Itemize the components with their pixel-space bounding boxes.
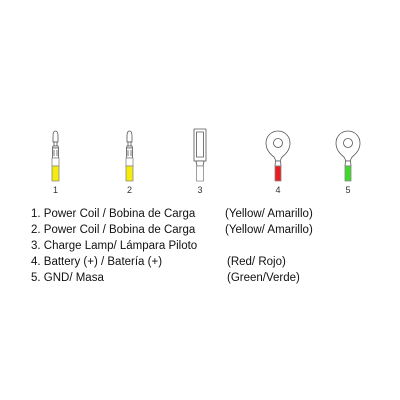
bullet-terminal-icon: [125, 130, 134, 182]
connector-2-sleeve: [125, 157, 134, 167]
connector-1-color-band: [51, 165, 60, 182]
connector-4: 4: [265, 130, 291, 195]
connector-3-number: 3: [197, 185, 202, 195]
ring-terminal-icon: [335, 130, 361, 182]
connector-2-color-band: [125, 165, 134, 182]
legend-color-label: (Red/ Rojo): [227, 256, 286, 268]
blade-terminal-icon: [193, 128, 207, 182]
connector-2-number: 2: [127, 185, 132, 195]
legend-row-1: 1. Power Coil / Bobina de Carga (Yellow/…: [31, 206, 391, 222]
connector-5: 5: [335, 130, 361, 195]
connector-3: 3: [193, 128, 207, 195]
connector-4-number: 4: [275, 185, 280, 195]
connector-5-number: 5: [345, 185, 350, 195]
connector-diagram: 1 2 3 4: [51, 128, 361, 195]
legend-row-3: 3. Charge Lamp/ Lámpara Piloto: [31, 238, 391, 254]
connector-3-color-band: [196, 165, 204, 182]
legend-color-label: (Green/Verde): [227, 272, 300, 284]
bullet-terminal-icon: [51, 130, 60, 182]
connector-1-sleeve: [51, 157, 60, 167]
connector-2: 2: [125, 130, 134, 195]
legend-description: 1. Power Coil / Bobina de Carga: [31, 208, 196, 220]
ring-terminal-icon: [265, 130, 291, 182]
legend-list: 1. Power Coil / Bobina de Carga (Yellow/…: [31, 206, 391, 286]
legend-row-4: 4. Battery (+) / Batería (+) (Red/ Rojo): [31, 254, 391, 270]
connector-1: 1: [51, 130, 60, 195]
legend-color-label: (Yellow/ Amarillo): [225, 224, 313, 236]
legend-row-2: 2. Power Coil / Bobina de Carga (Yellow/…: [31, 222, 391, 238]
connector-5-color-band: [344, 165, 352, 182]
legend-row-5: 5. GND/ Masa (Green/Verde): [31, 270, 391, 286]
legend-color-label: (Yellow/ Amarillo): [225, 208, 313, 220]
connector-4-color-band: [274, 165, 282, 182]
connector-1-number: 1: [53, 185, 58, 195]
legend-description: 3. Charge Lamp/ Lámpara Piloto: [31, 240, 198, 252]
legend-description: 5. GND/ Masa: [31, 272, 104, 284]
legend-description: 2. Power Coil / Bobina de Carga: [31, 224, 196, 236]
legend-description: 4. Battery (+) / Batería (+): [31, 256, 163, 268]
